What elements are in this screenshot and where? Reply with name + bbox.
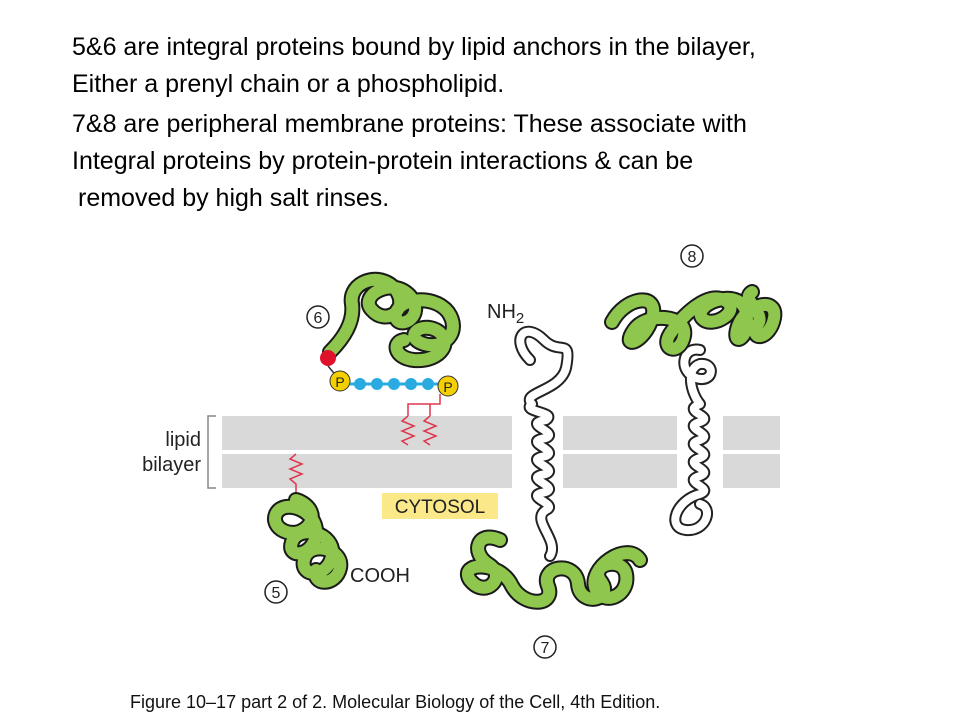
protein-6-lipid-tails (400, 394, 441, 446)
bead (388, 378, 400, 390)
bead (405, 378, 417, 390)
protein-7-chain-fill (462, 531, 646, 608)
protein-6: P P (320, 271, 461, 446)
cytosol-highlight (382, 493, 498, 519)
bead (422, 378, 434, 390)
bilayer-bracket (207, 415, 216, 489)
bilayer-label-bilayer: bilayer (142, 454, 201, 476)
cooh-label: COOH (350, 565, 410, 587)
protein-6-anchor-point (320, 350, 336, 366)
protein-5-number: 5 (272, 585, 281, 602)
protein-8 (604, 284, 783, 357)
bilayer-outer-leaflet-right (723, 416, 780, 450)
protein-7 (460, 529, 648, 610)
tm-helix-right-fill (671, 345, 715, 534)
bilayer-outer-leaflet-left (222, 416, 512, 450)
protein-5-chain-fill (269, 494, 347, 588)
nh2-label: NH2 (487, 301, 524, 327)
caption-line-1: 5&6 are integral proteins bound by lipid… (72, 33, 756, 61)
bead (354, 378, 366, 390)
lipid-bilayer (222, 416, 780, 488)
protein-7-number: 7 (541, 640, 550, 657)
phosphate-right (437, 375, 459, 397)
phosphate-right-label: P (443, 379, 452, 395)
protein-5-lipid-tail (288, 453, 304, 496)
protein-5-number-circle (264, 580, 288, 604)
protein-8-number-circle (680, 244, 704, 268)
protein-6-number: 6 (314, 310, 323, 327)
protein-6-number-circle (306, 305, 330, 329)
caption-line-4: Integral proteins by protein-protein int… (72, 147, 694, 175)
caption-text: 5&6 are integral proteins bound by lipid… (0, 0, 960, 230)
bilayer-outer-leaflet-mid (563, 416, 677, 450)
bilayer-label-lipid: lipid (165, 429, 201, 451)
transmembrane-protein-7-partner (514, 325, 574, 562)
caption-line-3: 7&8 are peripheral membrane proteins: Th… (72, 110, 747, 138)
figure-citation: Figure 10–17 part 2 of 2. Molecular Biol… (130, 692, 661, 712)
prenyl-bead-chain (350, 378, 440, 390)
protein-8-chain-fill (606, 286, 781, 355)
cytosol-label: CYTOSOL (395, 497, 485, 518)
transmembrane-protein-8-partner (669, 343, 717, 536)
protein-6-chain-fill (324, 273, 459, 367)
protein-5 (267, 453, 349, 590)
protein-7-number-circle (533, 635, 557, 659)
bilayer-inner-leaflet-mid (563, 454, 677, 488)
caption-line-5: removed by high salt rinses. (78, 184, 390, 212)
bilayer-inner-leaflet-right (723, 454, 780, 488)
phosphate-left-label: P (335, 374, 344, 390)
caption-line-2: Either a prenyl chain or a phospholipid. (72, 70, 505, 98)
tm-helix-left-fill (516, 327, 572, 560)
phosphate-left (329, 370, 351, 392)
bilayer-inner-leaflet-left (222, 454, 512, 488)
protein-8-number: 8 (688, 249, 697, 266)
bead (371, 378, 383, 390)
